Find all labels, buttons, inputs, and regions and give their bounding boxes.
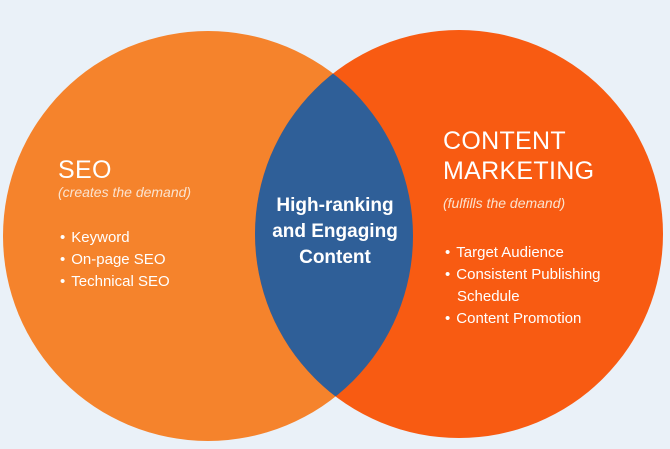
content-marketing-subtitle: (fulfills the demand) — [443, 195, 566, 211]
overlap-region — [255, 31, 413, 438]
list-item-continuation: Schedule — [457, 288, 520, 305]
overlap-line: Content — [299, 247, 371, 268]
content-marketing-list: Target Audience Consistent Publishing Sc… — [445, 242, 601, 330]
title-line: CONTENT — [443, 127, 566, 155]
list-item: Target Audience — [445, 242, 601, 264]
list-item: Consistent Publishing — [445, 264, 600, 286]
list-item: Technical SEO — [60, 271, 169, 293]
list-item: On-page SEO — [60, 249, 170, 271]
list-item: Keyword — [60, 227, 170, 249]
overlap-label: High-ranking and Engaging Content — [232, 193, 438, 271]
seo-list: Keyword On-page SEO Technical SEO — [60, 227, 170, 293]
overlap-line: High-ranking — [276, 195, 394, 216]
title-line: MARKETING — [443, 157, 595, 185]
list-item: Content Promotion — [445, 308, 601, 330]
seo-title: SEO — [58, 156, 112, 184]
content-marketing-title: CONTENT MARKETING — [443, 126, 594, 186]
overlap-line: and Engaging — [272, 221, 398, 242]
seo-subtitle: (creates the demand) — [58, 184, 192, 200]
